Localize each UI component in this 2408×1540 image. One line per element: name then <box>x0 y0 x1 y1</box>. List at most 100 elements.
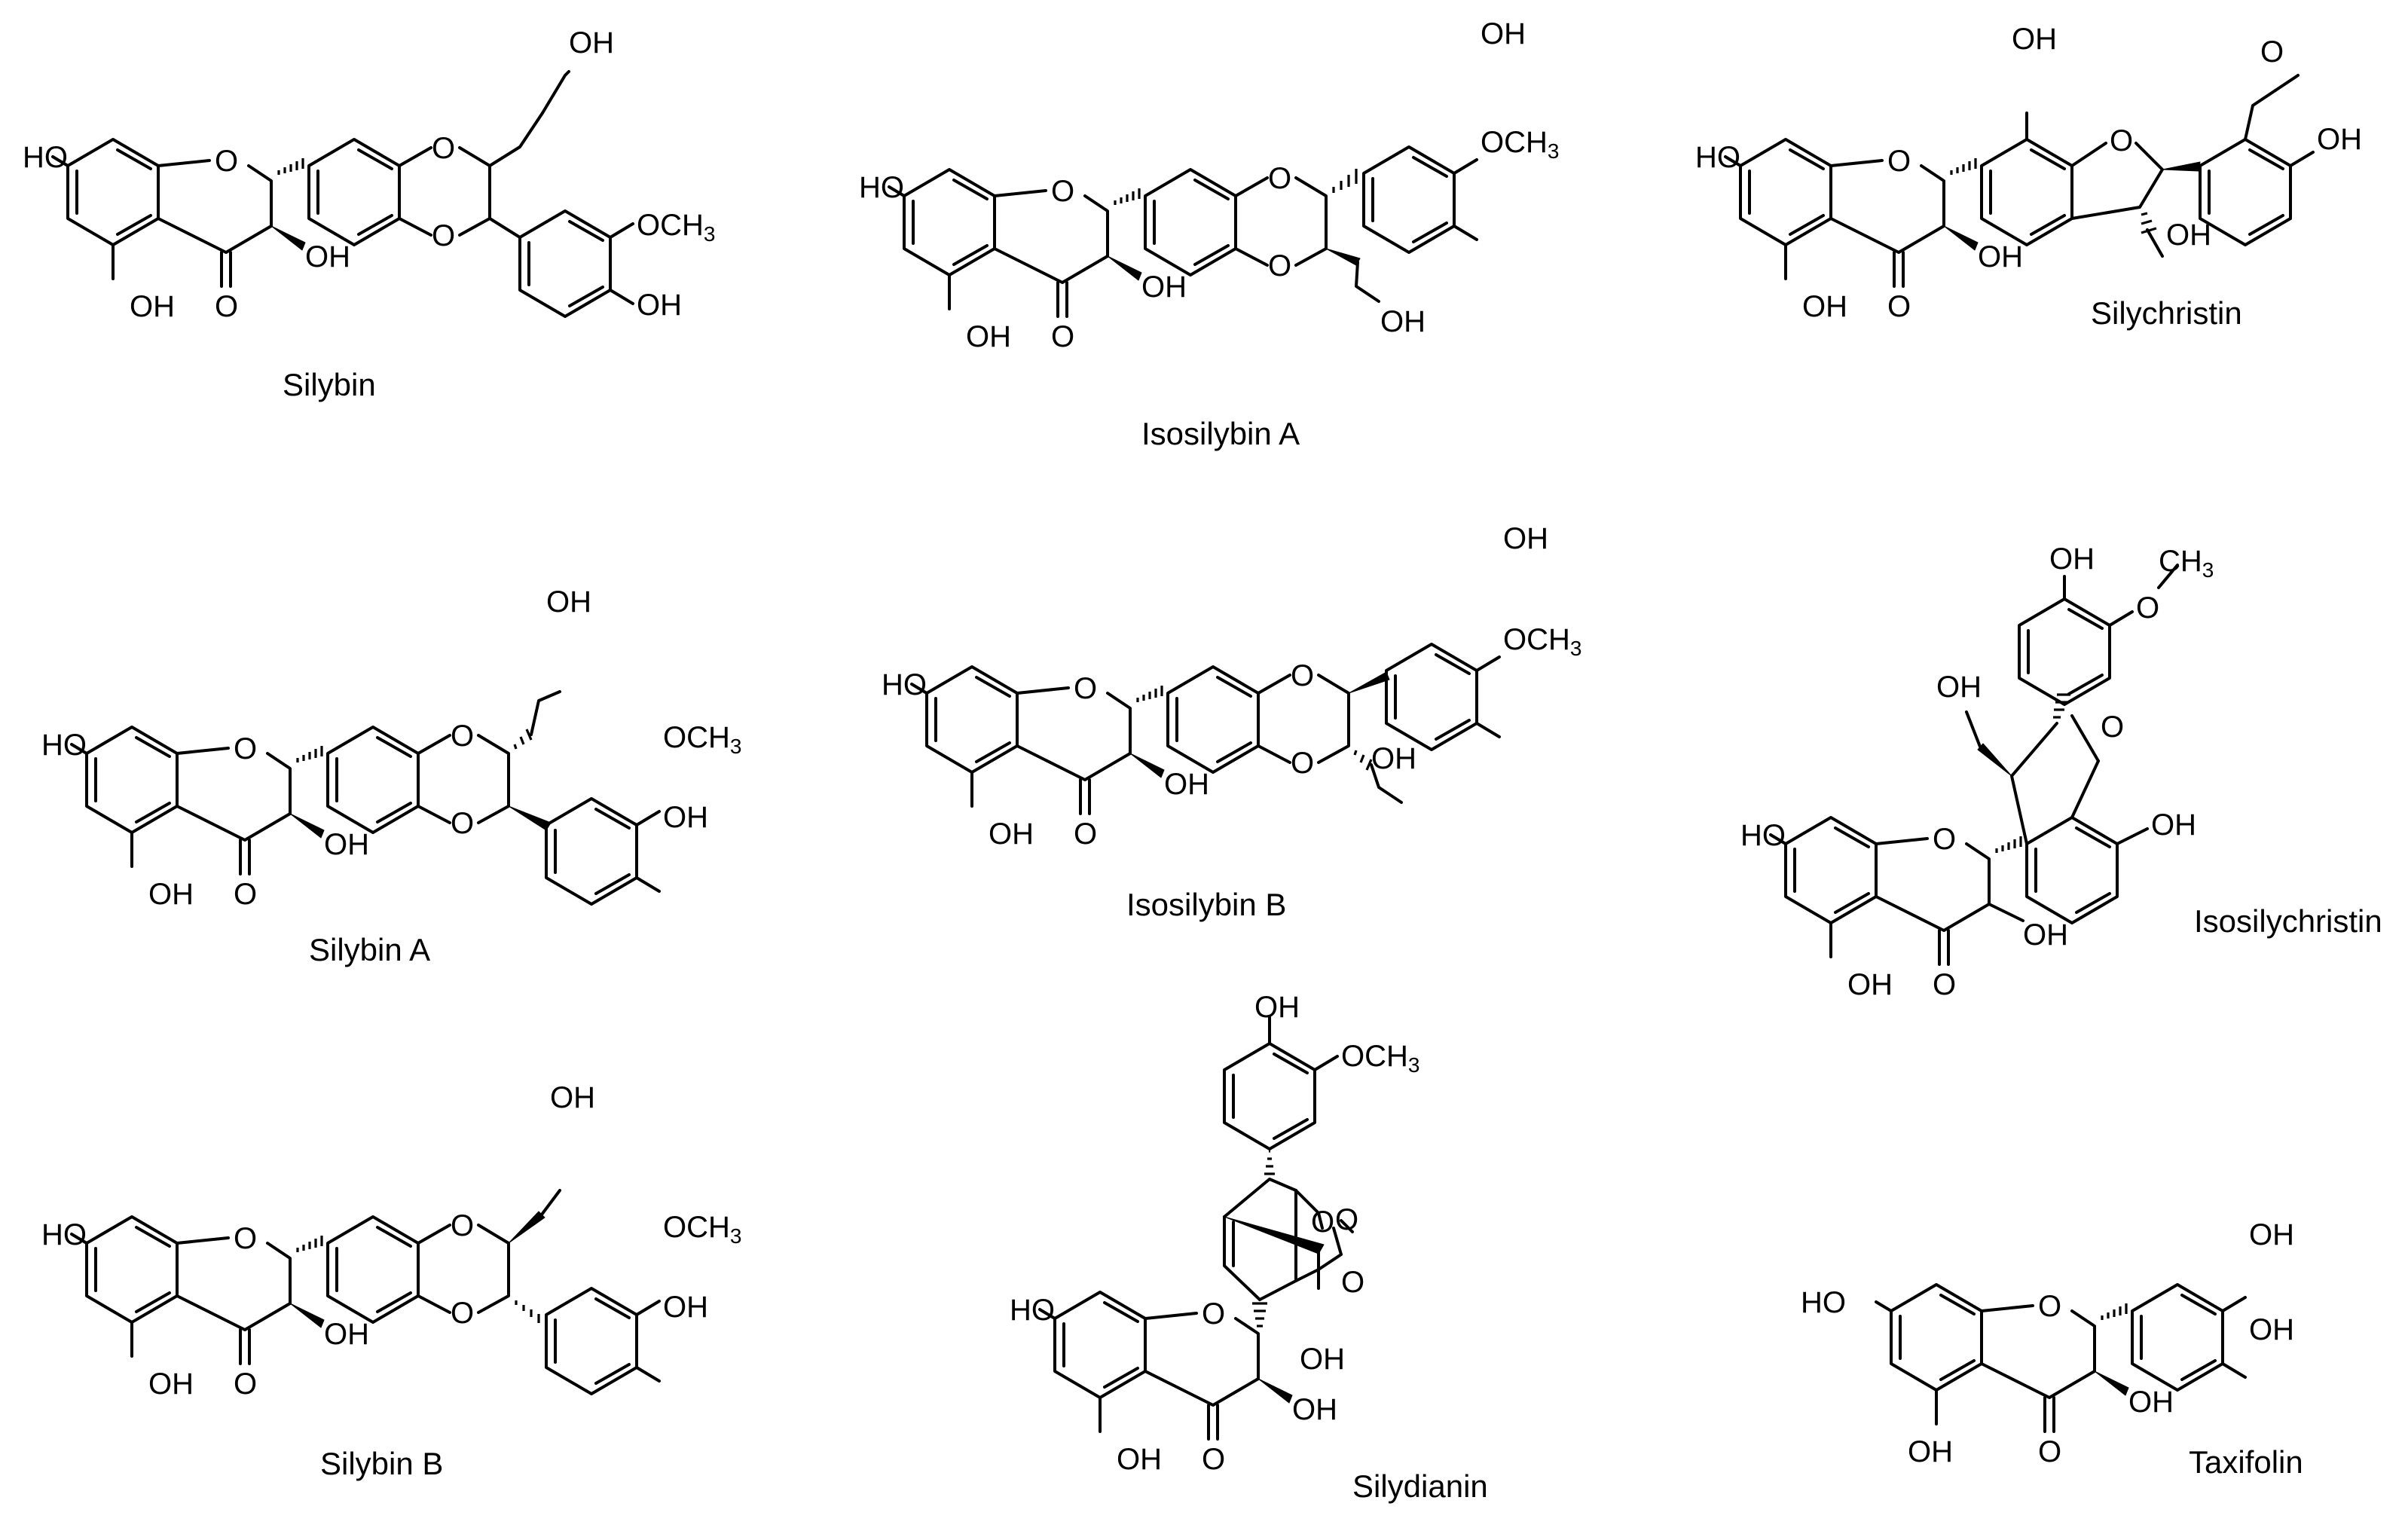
isosilybin-b-o-dioxane-2: O <box>1291 747 1314 780</box>
silybin-oh-3: OH <box>305 240 350 273</box>
silychristin-oh-ch2: OH <box>2166 218 2211 252</box>
silybin-b-structure: HO O OH O OH O O OH OCH3 OH <box>41 1081 741 1401</box>
taxifolin-oh-3: OH <box>2128 1386 2174 1419</box>
caption-silybin: Silybin <box>283 367 376 402</box>
silydianin-o-keto: O <box>1311 1205 1334 1239</box>
isosilybin-a-o-dioxane-2: O <box>1268 249 1291 283</box>
isosilybin-a-structure: HO O OH O OH O O OH OCH3 OH <box>859 17 1559 353</box>
isosilybin-b-oh-ch2: OH <box>1371 742 1416 775</box>
silychristin-oh-5: OH <box>1802 290 1847 323</box>
silybin-o-ring: O <box>215 145 238 178</box>
isosilychristin-o-carbonyl: O <box>1933 968 1956 1001</box>
isosilybin-b-o-ring: O <box>1074 672 1097 705</box>
caption-silybin-b: Silybin B <box>320 1446 443 1481</box>
isosilybin-a-o-carbonyl: O <box>1051 320 1074 353</box>
silydianin-ho-7: HO <box>1010 1294 1055 1327</box>
silychristin-o-ring: O <box>1887 145 1911 178</box>
isosilybin-b-structure: HO O OH O OH O O OH OCH3 OH <box>882 522 1581 851</box>
isosilychristin-o-methoxy: O <box>2136 591 2159 625</box>
isosilychristin-oh-7: OH <box>2151 808 2196 842</box>
caption-silychristin: Silychristin <box>2091 295 2242 331</box>
silybin-a-oh-5: OH <box>148 878 194 911</box>
isosilybin-a-oh-4p: OH <box>1481 17 1526 50</box>
silychristin-oh-7: OH <box>2012 23 2057 56</box>
silychristin-oh-3: OH <box>1978 240 2023 273</box>
taxifolin-oh-5: OH <box>1908 1435 1953 1468</box>
isosilychristin-o-furan: O <box>2101 710 2124 744</box>
isosilychristin-oh-ch2: OH <box>1936 671 1982 704</box>
silychristin-ho-7: HO <box>1695 141 1740 174</box>
silybin-b-och3: OCH3 <box>663 1211 741 1248</box>
caption-silybin-a: Silybin A <box>309 932 430 967</box>
silybin-oh-ch2: OH <box>569 26 614 60</box>
isosilybin-a-o-dioxane-1: O <box>1268 162 1291 195</box>
silychristin-o-carbonyl: O <box>1887 290 1911 323</box>
silybin-a-oh-ch2: OH <box>546 585 591 619</box>
silybin-b-o-ring: O <box>234 1222 257 1255</box>
isosilychristin-oh-5: OH <box>1847 968 1893 1001</box>
silydianin-o-carbonyl: O <box>1202 1443 1225 1476</box>
silybin-a-ho-7: HO <box>41 729 87 762</box>
caption-taxifolin: Taxifolin <box>2189 1444 2303 1480</box>
silybin-structure: HO O OH O OH O O OH OCH3 OH <box>23 26 715 323</box>
isosilybin-a-och3: OCH3 <box>1481 126 1559 163</box>
isosilybin-a-oh-ch2: OH <box>1380 305 1426 338</box>
silybin-b-oh-ch2: OH <box>550 1081 595 1114</box>
silybin-o-dioxane-1: O <box>432 132 455 165</box>
isosilybin-b-och3: OCH3 <box>1503 623 1581 660</box>
taxifolin-o-carbonyl: O <box>2038 1435 2061 1468</box>
silybin-oh-4p: OH <box>637 289 682 322</box>
taxifolin-structure: HO O OH O OH OH OH <box>1801 1218 2294 1468</box>
silybin-b-ho-7: HO <box>41 1218 87 1251</box>
silybin-a-oh-3: OH <box>324 828 369 861</box>
isosilybin-b-oh-3: OH <box>1164 768 1209 801</box>
silychristin-o-furan: O <box>2110 124 2133 157</box>
silychristin-oh-4p: OH <box>2317 123 2362 156</box>
silybin-o-dioxane-2: O <box>432 219 455 252</box>
silybin-a-och3: OCH3 <box>663 721 741 758</box>
silydianin-oh-4p: OH <box>1254 991 1300 1024</box>
silybin-b-oh-3: OH <box>324 1318 369 1351</box>
silydianin-oh-5: OH <box>1117 1443 1162 1476</box>
silybin-a-oh-4p: OH <box>663 801 708 834</box>
silybin-oh-5: OH <box>130 290 175 323</box>
silychristin-o-methoxy: O <box>2260 35 2284 69</box>
silybin-b-oh-5: OH <box>148 1367 194 1401</box>
silydianin-o-bridge: O <box>1335 1203 1358 1236</box>
silybin-a-o-dioxane-2: O <box>451 807 474 840</box>
isosilybin-b-oh-5: OH <box>989 817 1034 851</box>
isosilychristin-ch3: CH3 <box>2159 545 2214 582</box>
silydianin-oh-hemiketal: OH <box>1300 1343 1345 1376</box>
silydianin-oh-3: OH <box>1292 1393 1337 1426</box>
taxifolin-oh-4p: OH <box>2249 1218 2294 1251</box>
caption-isosilybin-b: Isosilybin B <box>1126 887 1286 922</box>
isosilybin-a-oh-3: OH <box>1141 270 1187 304</box>
isosilybin-b-oh-4p: OH <box>1503 522 1548 555</box>
silybin-a-o-carbonyl: O <box>234 878 257 911</box>
silybin-b-o-carbonyl: O <box>234 1367 257 1401</box>
isosilychristin-ho-7: HO <box>1740 819 1786 852</box>
isosilychristin-oh-4p: OH <box>2049 542 2095 576</box>
isosilybin-a-oh-5: OH <box>966 320 1011 353</box>
silybin-b-o-dioxane-1: O <box>451 1209 474 1242</box>
isosilybin-a-ho-7: HO <box>859 171 904 204</box>
taxifolin-ho-7: HO <box>1801 1286 1846 1319</box>
isosilybin-b-ho-7: HO <box>882 668 927 701</box>
isosilybin-a-o-ring: O <box>1051 175 1074 208</box>
silybin-och3: OCH3 <box>637 209 715 246</box>
silybin-ho-7: HO <box>23 141 68 174</box>
silydianin-och3: OCH3 <box>1341 1040 1419 1077</box>
taxifolin-o-ring: O <box>2038 1290 2061 1323</box>
silybin-b-oh-4p: OH <box>663 1291 708 1324</box>
silybin-a-o-ring: O <box>234 732 257 765</box>
isosilychristin-o-ring: O <box>1933 823 1956 856</box>
isosilybin-b-o-carbonyl: O <box>1074 817 1097 851</box>
silybin-a-o-dioxane-1: O <box>451 720 474 753</box>
silychristin-structure: HO O OH O OH OH O OH O OH <box>1695 23 2362 323</box>
silydianin-o-lactone: O <box>1341 1266 1364 1299</box>
isosilybin-b-o-dioxane-1: O <box>1291 659 1314 692</box>
silydianin-structure: HO O OH O OH O O O OH OH OCH3 <box>1010 991 1419 1476</box>
isosilychristin-oh-3: OH <box>2023 918 2068 952</box>
silybin-b-o-dioxane-2: O <box>451 1297 474 1330</box>
